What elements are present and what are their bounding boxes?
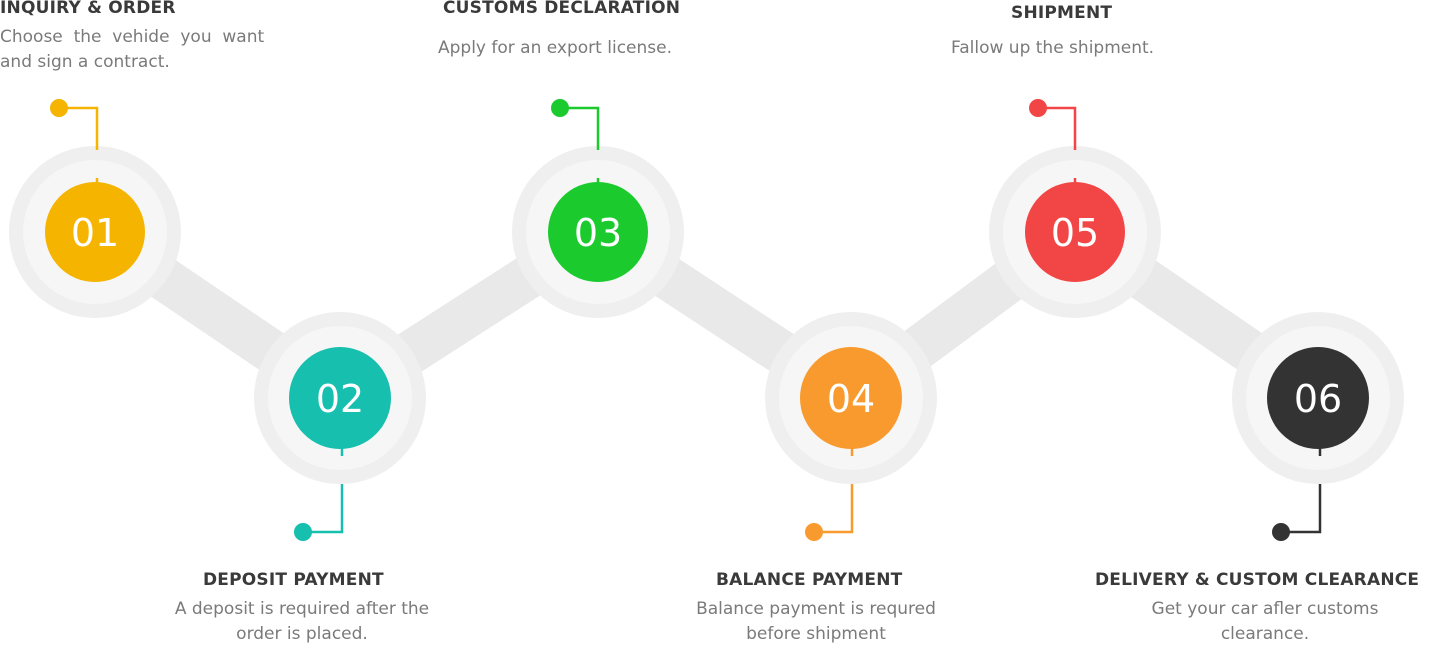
- step-04-dot: [805, 523, 823, 541]
- step-05-leader: [1038, 106, 1077, 150]
- step-01: 01: [9, 99, 181, 318]
- step-05-number: 05: [1051, 211, 1099, 255]
- step-01-title: INQUIRY & ORDER: [0, 0, 176, 18]
- step-04: 04: [765, 312, 937, 541]
- step-01-desc-line2: and sign a contract.: [0, 52, 170, 72]
- step-04-badge: [800, 347, 902, 449]
- step-03-title: CUSTOMS DECLARATION: [443, 0, 681, 18]
- step-02-badge: [289, 347, 391, 449]
- step-05-badge: [1025, 182, 1125, 282]
- step-02-number: 02: [316, 377, 364, 421]
- step-04-desc-line1: Balance payment is requred: [696, 599, 936, 619]
- step-06-title: DELIVERY & CUSTOM CLEARANCE: [1095, 570, 1420, 590]
- step-06-dot: [1272, 523, 1290, 541]
- step-01-desc-line1: Choose the vehide you want: [0, 27, 265, 47]
- step-02-title: DEPOSIT PAYMENT: [203, 570, 384, 590]
- step-05: 05: [989, 99, 1161, 318]
- step-02-desc-line2: order is placed.: [236, 624, 368, 644]
- step-06: 06: [1232, 312, 1404, 541]
- step-04-title: BALANCE PAYMENT: [716, 570, 903, 590]
- step-05-title: SHIPMENT: [1011, 3, 1113, 23]
- step-03-dot: [551, 99, 569, 117]
- step-04-number: 04: [827, 377, 875, 421]
- step-05-dot: [1029, 99, 1047, 117]
- step-04-leader: [814, 484, 854, 534]
- step-03-leader: [560, 106, 600, 150]
- step-01-dot: [50, 99, 68, 117]
- step-02-desc-line1: A deposit is required after the: [174, 599, 430, 619]
- step-02-dot: [294, 523, 312, 541]
- step-04-desc-line2: before shipment: [746, 624, 886, 644]
- step-03-number: 03: [574, 211, 622, 255]
- step-01-badge: [45, 182, 145, 282]
- step-01-leader: [59, 106, 99, 150]
- step-03-badge: [548, 182, 648, 282]
- step-06-number: 06: [1294, 377, 1342, 421]
- step-02-leader: [303, 484, 344, 534]
- step-06-badge: [1267, 347, 1369, 449]
- step-06-desc-line2: clearance.: [1220, 624, 1310, 644]
- step-05-desc-line1: Fallow up the shipment.: [951, 38, 1155, 58]
- step-03-desc-line1: Apply for an export license.: [438, 38, 672, 58]
- step-03: 03: [512, 99, 684, 318]
- step-01-number: 01: [71, 211, 119, 255]
- step-06-desc-line1: Get your car afler customs: [1151, 599, 1379, 619]
- step-02: 02: [254, 312, 426, 541]
- step-06-leader: [1281, 484, 1322, 534]
